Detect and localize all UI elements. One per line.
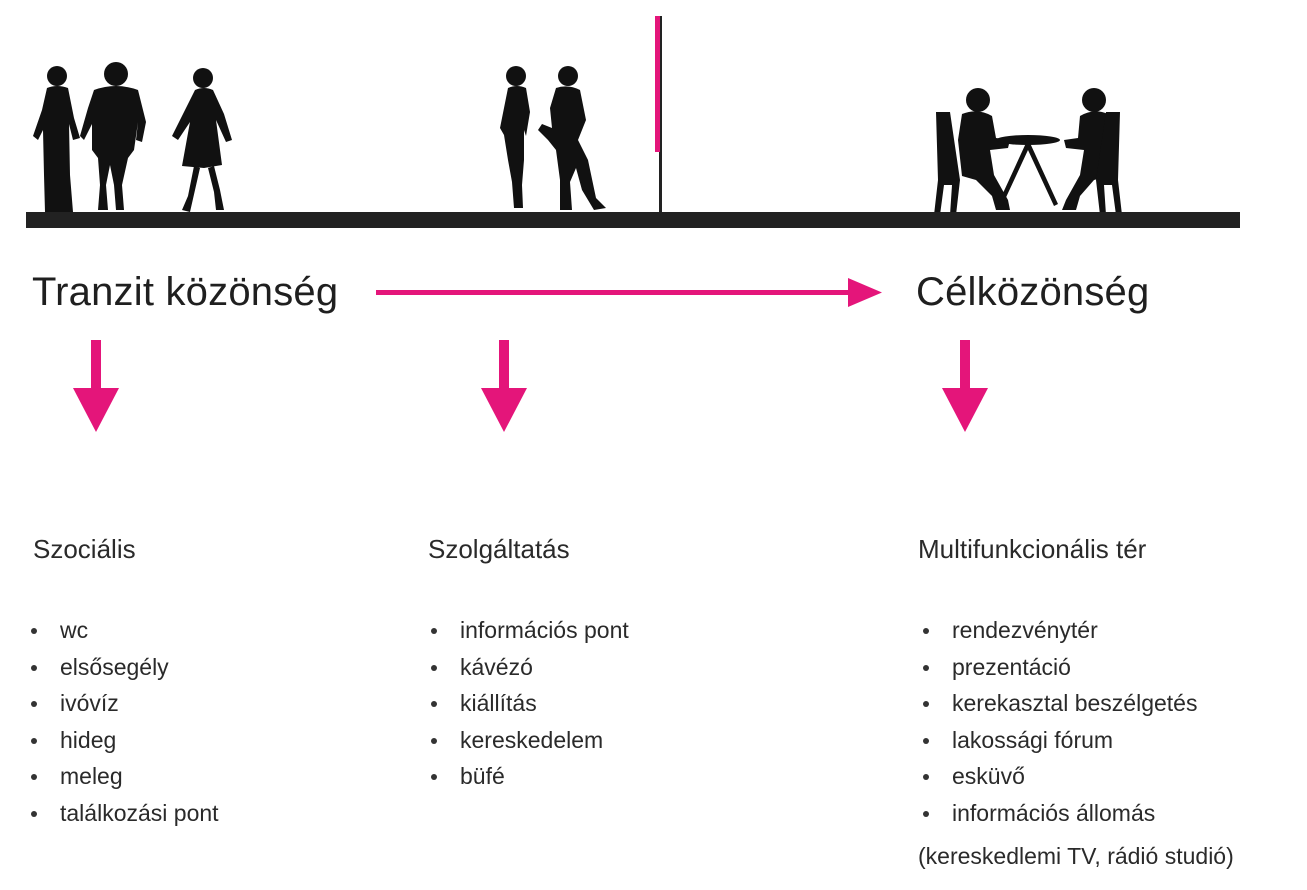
list-item: esküvő: [920, 758, 1197, 795]
ground-line: [26, 212, 1240, 228]
service-items-list: információs pont kávézó kiállítás keresk…: [428, 612, 629, 795]
service-column-title: Szolgáltatás: [428, 534, 570, 564]
down-arrow-icon: [942, 340, 988, 432]
list-item: prezentáció: [920, 649, 1197, 686]
list-item: rendezvénytér: [920, 612, 1197, 649]
list-item: wc: [28, 612, 219, 649]
list-item: kiállítás: [428, 685, 629, 722]
list-item: hideg: [28, 722, 219, 759]
multifunction-note: (kereskedlemi TV, rádió studió): [918, 843, 1234, 869]
list-item: kávézó: [428, 649, 629, 686]
multifunction-column-title: Multifunkcionális tér: [918, 534, 1147, 564]
standing-women-silhouette: [500, 66, 606, 210]
list-item: kerekasztal beszélgetés: [920, 685, 1197, 722]
list-item: elsősegély: [28, 649, 219, 686]
down-arrow-icon: [481, 340, 527, 432]
right-arrow-icon: [376, 278, 882, 307]
walking-couple-silhouette: [33, 62, 146, 212]
list-item: kereskedelem: [428, 722, 629, 759]
down-arrow-icon: [73, 340, 119, 432]
transit-audience-heading: Tranzit közönség: [32, 270, 339, 314]
list-item: ivóvíz: [28, 685, 219, 722]
list-item: meleg: [28, 758, 219, 795]
signpost-icon: [655, 16, 662, 216]
social-column-title: Szociális: [33, 534, 136, 564]
social-items-list: wc elsősegély ivóvíz hideg meleg találko…: [28, 612, 219, 831]
list-item: információs állomás: [920, 795, 1197, 832]
list-item: büfé: [428, 758, 629, 795]
list-item: találkozási pont: [28, 795, 219, 832]
signpost-accent-bar: [655, 16, 660, 152]
target-audience-heading: Célközönség: [916, 270, 1150, 314]
cafe-table-silhouette: [934, 88, 1122, 215]
list-item: információs pont: [428, 612, 629, 649]
walking-girl-silhouette: [172, 68, 232, 212]
list-item: lakossági fórum: [920, 722, 1197, 759]
multifunction-items-list: rendezvénytér prezentáció kerekasztal be…: [920, 612, 1197, 831]
street-scene: [26, 16, 1240, 228]
